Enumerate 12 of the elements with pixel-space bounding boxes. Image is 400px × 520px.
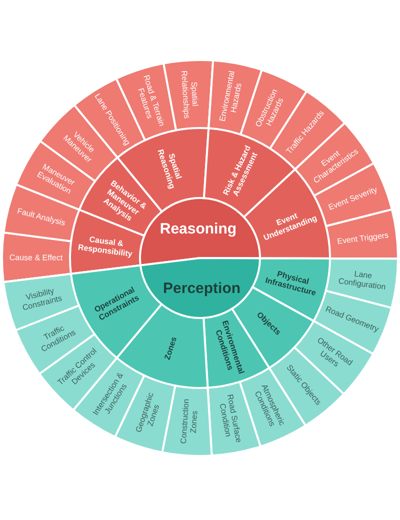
segment-label: Fault Analysis bbox=[16, 206, 66, 228]
segment-label: Event Triggers bbox=[336, 230, 389, 246]
segment-label: Road & Terrain Features bbox=[136, 74, 166, 128]
segment-label: Reasoning bbox=[160, 220, 237, 238]
segment-label: Construction Zones bbox=[178, 398, 200, 444]
segment-label: Lane Configuration bbox=[338, 269, 386, 292]
segment-label: Visibility Constraints bbox=[22, 286, 63, 312]
segment-label: Spatial Relationships bbox=[179, 70, 200, 119]
segment-label: Cause & Effect bbox=[9, 253, 63, 262]
segment-label: Road Surface Condition bbox=[218, 394, 244, 444]
segment-label: Perception bbox=[163, 280, 241, 298]
segment-label: Zones bbox=[162, 336, 179, 361]
